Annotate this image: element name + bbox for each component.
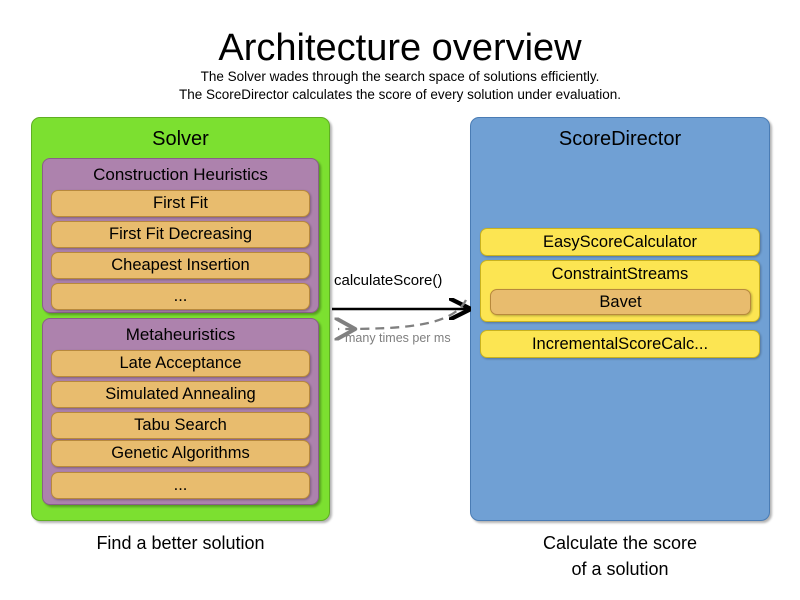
item-genetic-algorithms[interactable]: Genetic Algorithms xyxy=(51,440,310,467)
item-cheapest-insertion[interactable]: Cheapest Insertion xyxy=(51,252,310,279)
subtitle-line-2: The ScoreDirector calculates the score o… xyxy=(179,87,621,102)
item-incremental-score-calculator[interactable]: IncrementalScoreCalc... xyxy=(480,330,760,358)
many-times-arrow xyxy=(338,299,468,329)
item-first-fit[interactable]: First Fit xyxy=(51,190,310,217)
item-construction-heuristics-more[interactable]: ... xyxy=(51,283,310,310)
solver-caption: Find a better solution xyxy=(96,533,265,553)
item-constraint-streams-label: ConstraintStreams xyxy=(551,265,689,283)
item-simulated-annealing[interactable]: Simulated Annealing xyxy=(51,381,310,408)
item-first-fit-decreasing[interactable]: First Fit Decreasing xyxy=(51,221,310,248)
calculate-score-arrow-label: calculateScore() xyxy=(334,272,443,289)
item-metaheuristics-more[interactable]: ... xyxy=(51,472,310,499)
page-title: Architecture overview xyxy=(218,27,582,69)
subtitle-line-1: The Solver wades through the search spac… xyxy=(200,69,600,84)
score-director-panel-title: ScoreDirector xyxy=(558,128,682,150)
page-subtitle: The Solver wades through the search spac… xyxy=(0,68,800,104)
item-constraint-streams[interactable]: ConstraintStreams Bavet xyxy=(480,260,760,322)
score-director-caption-line-2: of a solution xyxy=(571,559,669,579)
item-bavet[interactable]: Bavet xyxy=(490,289,751,315)
solver-panel-title: Solver xyxy=(152,128,209,150)
score-director-caption-line-1: Calculate the score xyxy=(542,533,698,553)
item-late-acceptance[interactable]: Late Acceptance xyxy=(51,350,310,377)
item-tabu-search[interactable]: Tabu Search xyxy=(51,412,310,439)
many-times-arrow-label: many times per ms xyxy=(345,331,451,345)
item-easy-score-calculator[interactable]: EasyScoreCalculator xyxy=(480,228,760,256)
group-metaheuristics-title: Metaheuristics xyxy=(125,325,236,344)
group-construction-heuristics-title: Construction Heuristics xyxy=(93,165,268,184)
score-director-caption: Calculate the score of a solution xyxy=(470,530,770,582)
